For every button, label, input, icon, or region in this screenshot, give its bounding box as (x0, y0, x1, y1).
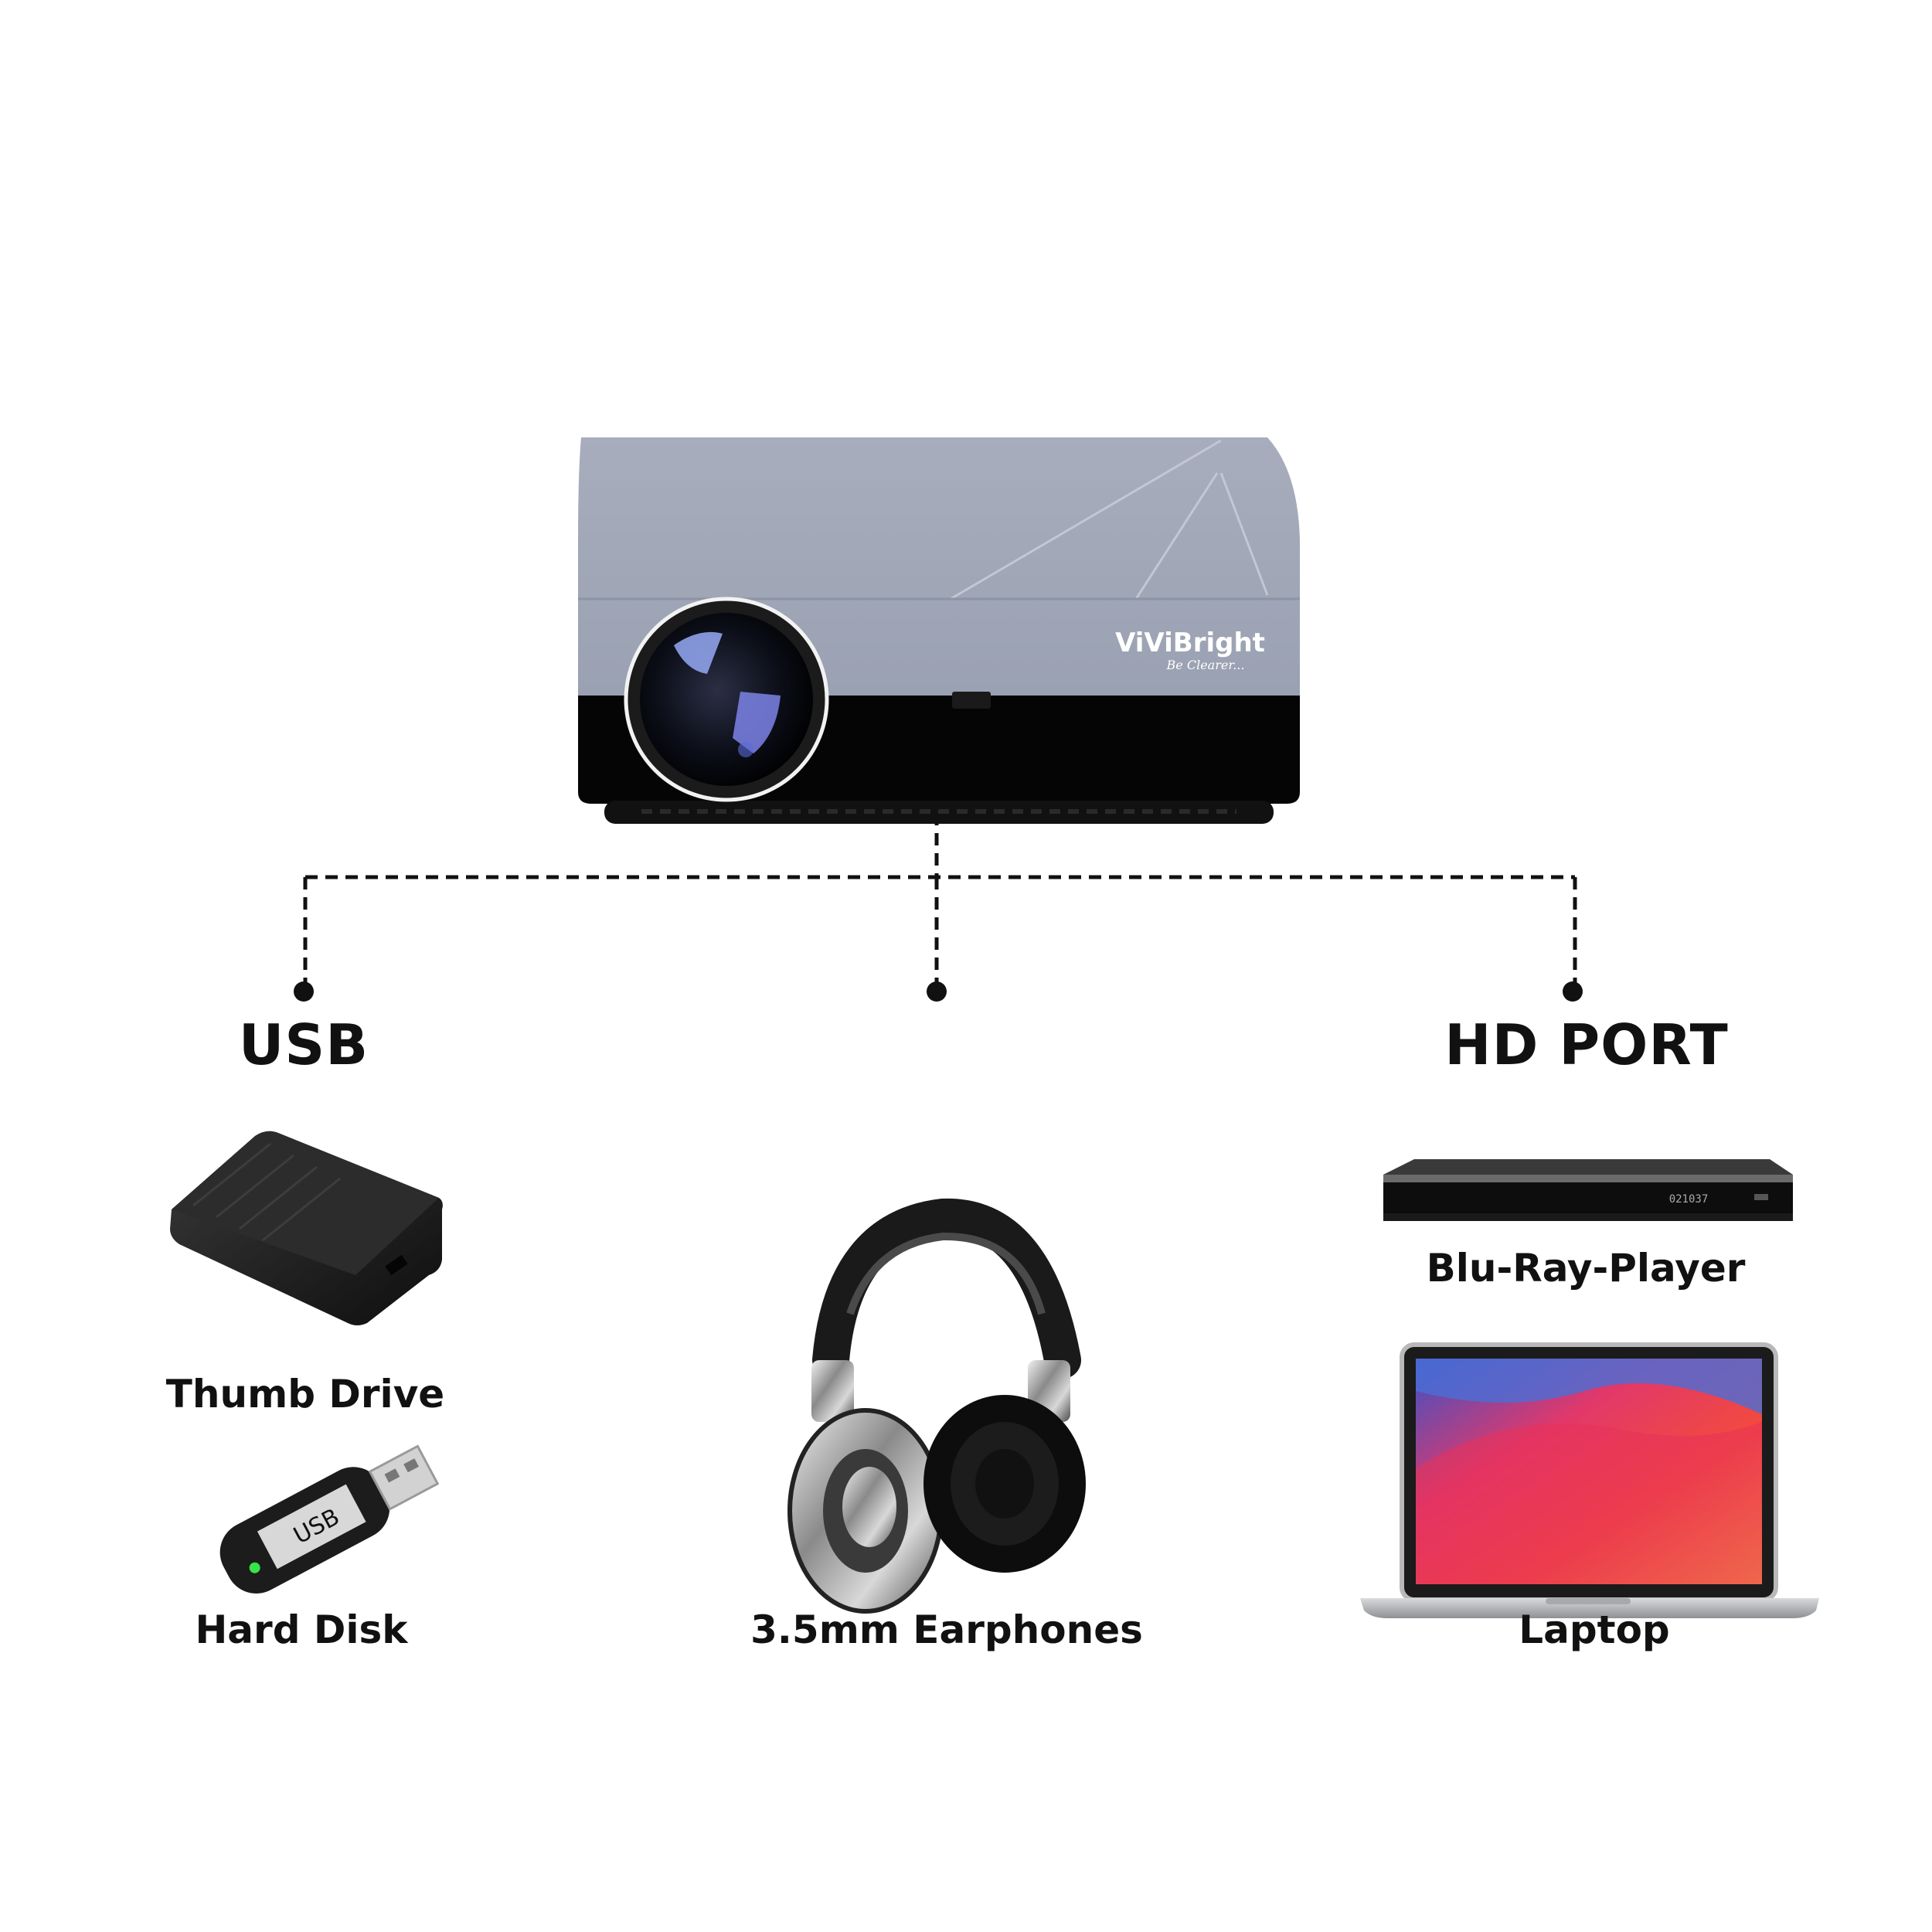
connector-dot-hd-port (1563, 981, 1583, 1002)
bluray-label: Blu-Ray-Player (1426, 1246, 1746, 1291)
projector-brand: ViViBright (1115, 628, 1265, 658)
projector-image (578, 437, 1300, 824)
thumb-drive-image (170, 1131, 443, 1325)
laptop-label: Laptop (1519, 1607, 1670, 1652)
connector-dot-audio (927, 981, 947, 1002)
laptop-image (1360, 1342, 1819, 1618)
bluray-display: 021037 (1669, 1193, 1709, 1206)
earphones-label: 3.5mm Earphones (750, 1607, 1143, 1652)
hard-disk-label: Hard Disk (195, 1607, 408, 1652)
projector-tagline: Be Clearer... (1166, 658, 1245, 672)
usb-heading: USB (238, 1012, 369, 1077)
connector-dot-usb (294, 981, 314, 1002)
thumb-drive-label: Thumb Drive (165, 1372, 445, 1417)
hd-port-heading: HD PORT (1444, 1012, 1729, 1077)
connector-lines (303, 813, 1577, 988)
projector-facet-lines (950, 439, 1269, 600)
earphones-image (787, 1198, 1086, 1614)
hard-disk-image: USB (219, 1444, 440, 1594)
bluray-image: 021037 (1383, 1159, 1793, 1221)
